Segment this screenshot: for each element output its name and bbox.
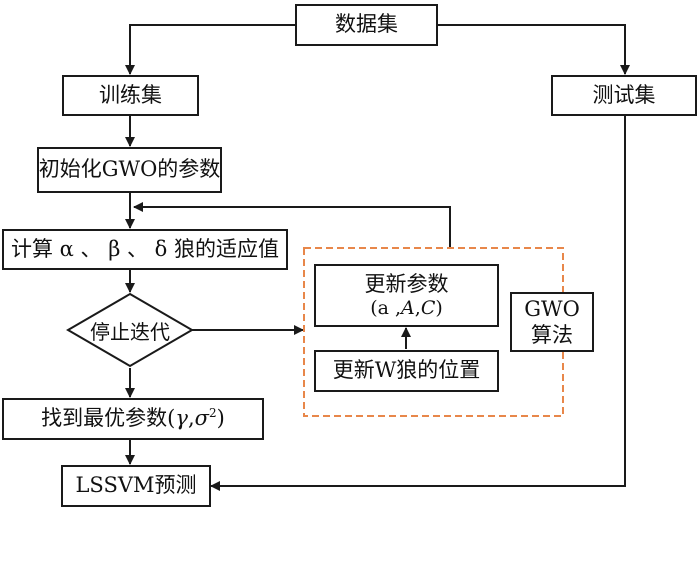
gwo-algorithm-line1: GWO <box>524 296 580 321</box>
best-params-box: 找到最优参数(γ,σ2) <box>2 398 264 440</box>
best-params-label: 找到最优参数(γ,σ2) <box>41 406 225 431</box>
gamma-symbol: γ <box>175 406 188 431</box>
best-params-suffix: ) <box>216 406 225 431</box>
stop-iteration-diamond <box>66 292 194 368</box>
gwo-algorithm-box: GWO 算法 <box>510 292 594 352</box>
sigma-symbol: σ <box>194 406 209 431</box>
train-set-box: 训练集 <box>62 75 199 116</box>
test-set-box: 测试集 <box>551 75 697 116</box>
update-params-C-symbol: C <box>420 296 436 319</box>
update-params-line2: (a ,A,C) <box>370 297 443 321</box>
update-params-box: 更新参数 (a ,A,C) <box>314 264 499 327</box>
update-params-A-symbol: A <box>401 296 415 319</box>
arrow-dataset-to-testset <box>438 24 630 75</box>
update-params-line1: 更新参数 <box>364 271 449 296</box>
best-params-prefix: 找到最优参数( <box>41 406 176 431</box>
dataset-box: 数据集 <box>295 4 438 46</box>
gwo-algorithm-line2: 算法 <box>531 323 573 347</box>
update-w-wolf-label: 更新W狼的位置 <box>332 358 481 383</box>
best-params-separator: , <box>187 406 195 431</box>
init-gwo-box: 初始化GWO的参数 <box>37 147 222 193</box>
update-w-wolf-box: 更新W狼的位置 <box>314 350 499 392</box>
test-set-label: 测试集 <box>592 82 656 107</box>
stop-iteration-label: 停止迭代 <box>90 319 170 344</box>
arrow-gwo-feedback <box>133 202 451 248</box>
update-params-a: (a , <box>370 296 402 319</box>
dataset-label: 数据集 <box>335 12 398 37</box>
compute-fitness-box: 计算 α 、 β 、 δ 狼的适应值 <box>2 229 288 270</box>
lssvm-predict-box: LSSVM预测 <box>61 465 211 507</box>
stop-iteration-label-wrap: 停止迭代 <box>68 315 192 345</box>
arrow-dataset-to-trainset <box>125 24 295 75</box>
init-gwo-label: 初始化GWO的参数 <box>38 157 221 182</box>
lssvm-predict-label: LSSVM预测 <box>75 473 197 498</box>
update-params-comma: , <box>414 296 421 319</box>
train-set-label: 训练集 <box>99 82 162 107</box>
sigma-exponent: 2 <box>208 406 217 421</box>
arrow-testset-to-lssvm <box>210 116 626 491</box>
update-params-suffix: ) <box>435 296 443 319</box>
compute-fitness-label: 计算 α 、 β 、 δ 狼的适应值 <box>10 236 280 261</box>
